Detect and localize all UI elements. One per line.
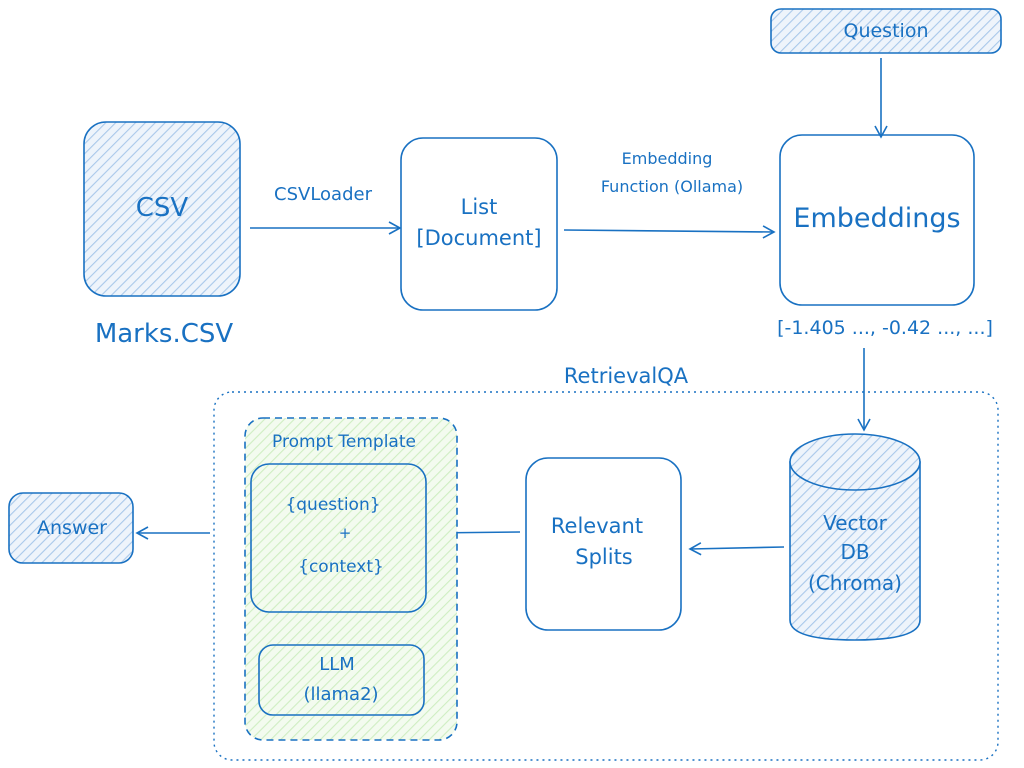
llm-node[interactable] — [258, 644, 425, 716]
question-node[interactable] — [770, 8, 1002, 54]
prompt-template-label: Prompt Template — [272, 432, 416, 452]
vector-db-label-line1: Vector — [823, 511, 888, 535]
embeddings-label: Embeddings — [793, 203, 960, 234]
csv-node[interactable] — [83, 121, 241, 297]
embeddings-vector-caption: [-1.405 ..., -0.42 ..., ...] — [777, 317, 993, 339]
relevant-splits-label-line2: Splits — [575, 545, 633, 569]
retrievalqa-label: RetrievalQA — [564, 364, 689, 388]
answer-node[interactable] — [8, 492, 134, 564]
prompt-question-context-box[interactable] — [250, 463, 427, 613]
csv-label: CSV — [136, 193, 189, 223]
csv-filename-caption: Marks.CSV — [95, 319, 234, 349]
prompt-question-placeholder: {question} — [285, 495, 380, 515]
answer-label: Answer — [37, 517, 107, 539]
vectordb-to-splits-arrow — [688, 542, 785, 556]
llm-label-line1: LLM — [319, 654, 355, 675]
embeddings-node[interactable] — [779, 134, 975, 306]
vector-db-node[interactable] — [789, 433, 921, 641]
relevant-splits-label-line1: Relevant — [551, 514, 643, 538]
retrievalqa-container — [213, 391, 999, 761]
list-label: List — [461, 195, 498, 219]
llm-label-line2: (llama2) — [303, 684, 378, 705]
embedding-function-label-line1: Embedding — [622, 149, 713, 168]
document-label: [Document] — [416, 226, 541, 250]
list-to-embeddings-arrow — [563, 225, 776, 239]
question-label: Question — [844, 20, 929, 42]
prompt-context-placeholder: {context} — [298, 557, 384, 577]
embedding-function-label-line2: Function (Ollama) — [601, 177, 743, 196]
list-document-node[interactable] — [400, 137, 558, 311]
relevant-splits-node[interactable] — [525, 457, 682, 631]
prompt-plus-sign: + — [339, 524, 352, 542]
csvloader-edge-label: CSVLoader — [274, 184, 373, 205]
vector-db-label-line2: DB — [840, 540, 869, 564]
vector-db-label-line3: (Chroma) — [808, 571, 902, 595]
